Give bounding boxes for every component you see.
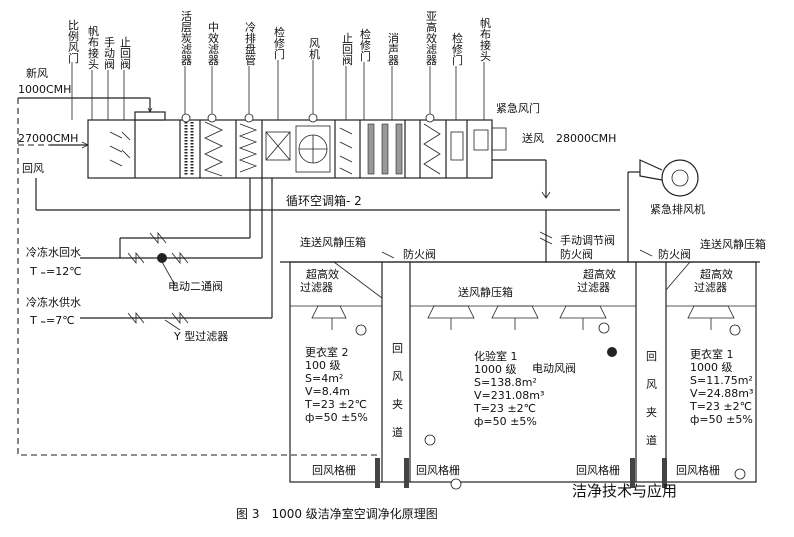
ahu-component-label-7: 检修门: [274, 25, 285, 61]
chilled-water-piping: [80, 178, 273, 331]
damper-symbols: [109, 131, 131, 167]
chilled-supply-label: 冷冻水供水: [26, 295, 81, 309]
return-duct-label-right: 回风夹道: [646, 350, 657, 447]
exhaust-fan-symbol: [627, 159, 699, 262]
ahu-component-label-11: 消声器: [388, 31, 399, 67]
room-2-rh: ф=50 ±5%: [690, 413, 753, 426]
ahu-component-label-8: 风机: [309, 37, 320, 61]
ahu-component-label-14: 帆布接头: [480, 16, 491, 63]
room-1-volume: V=231.08m³: [474, 389, 544, 402]
room-1-temp: T=23 ±2℃: [473, 402, 536, 415]
return-grille-label-3: 回风格栅: [576, 463, 620, 477]
supply-line: [491, 127, 551, 199]
component-leaders: [71, 60, 485, 123]
room-2-grade: 1000 级: [690, 361, 733, 374]
return-grille-label-2: 回风格栅: [416, 463, 460, 477]
ahu-component-label-2: 手动阀: [104, 35, 115, 71]
chilled-supply-temp: T ₌=7℃: [29, 314, 75, 327]
supply-air-flow: 28000CMH: [556, 132, 616, 145]
ahu-component-label-10: 检修门: [360, 27, 371, 63]
ahu-component-label-1: 帆布接头: [88, 24, 99, 71]
supply-air-label: 送风: [522, 131, 544, 145]
room-0-rh: ф=50 ±5%: [305, 411, 368, 424]
y-filter-label: Y 型过滤器: [173, 329, 228, 343]
room-0-area: S=4m²: [305, 372, 343, 385]
ahu-component-label-12: 亚高效滤器: [426, 10, 437, 67]
component-labels: 比例风门帆布接头手动阀止回阀活层炭滤器中效滤器冷排盘管检修门风机止回阀检修门消声…: [68, 10, 491, 71]
clean-rooms-envelope: [289, 261, 757, 483]
ahu-component-label-5: 中效滤器: [208, 21, 219, 67]
labels: 新风 1000CMH 27000CMH 回风 送风 28000CMH 紧急风门 …: [18, 66, 766, 521]
room-1-rh: ф=50 ±5%: [474, 415, 537, 428]
fire-damper-left-label: 防火阀: [403, 247, 436, 261]
room-0-name: 更衣室 2: [305, 345, 349, 359]
silencer-symbol: [367, 123, 403, 175]
access-door-symbol: [265, 131, 291, 161]
room-0-temp: T=23 ±2℃: [304, 398, 367, 411]
ulpa-label-left-line1: 超高效: [306, 267, 339, 281]
ulpa-label-right-line1: 超高效: [700, 267, 733, 281]
ahu-component-label-13: 检修门: [452, 31, 463, 67]
sub-hepa-filter-symbol: [423, 123, 441, 175]
return-air-inlet: [18, 141, 89, 149]
emergency-damper-label: 紧急风门: [496, 101, 540, 115]
room-1-area: S=138.8m²: [474, 376, 537, 389]
chilled-return-label: 冷冻水回水: [26, 245, 81, 259]
ulpa-label-mid-line1: 超高效: [583, 267, 616, 281]
ulpa-label-right-line2: 过滤器: [694, 281, 727, 294]
ahu-casing: [87, 111, 493, 179]
return-duct-label-left: 回风夹道: [392, 342, 403, 439]
two-way-valve-label: 电动二通阀: [168, 279, 223, 293]
return-air-flow: 27000CMH: [18, 132, 78, 145]
electric-damper-label: 电动风阀: [532, 361, 576, 375]
ulpa-label-mid-line2: 过滤器: [577, 281, 610, 294]
return-grilles: [375, 458, 667, 488]
room-0-grade: 100 级: [305, 359, 341, 372]
plenum-right-label: 连送风静压箱: [700, 237, 766, 251]
chilled-return-temp: T ₌=12℃: [29, 265, 82, 278]
ulpa-filters: [311, 305, 746, 490]
ahu-component-label-3: 止回阀: [120, 36, 131, 71]
watermark: 洁净技术与应用: [572, 482, 677, 500]
fire-damper-right-label: 防火阀: [658, 247, 691, 261]
access-door-2-symbol: [450, 131, 464, 161]
ahu-component-label-0: 比例风门: [68, 19, 79, 65]
return-grille-label-1: 回风格栅: [312, 463, 356, 477]
room-1-grade: 1000 级: [474, 363, 517, 376]
fresh-air-label: 新风: [26, 66, 48, 80]
ahu-component-label-4: 活层炭滤器: [181, 10, 192, 67]
room-1-name: 化验室 1: [474, 349, 518, 363]
ahu-component-label-9: 止回阀: [342, 32, 353, 67]
emergency-exhaust-label: 紧急排风机: [650, 202, 705, 216]
fire-damper-mid-label: 防火阀: [560, 247, 593, 261]
check-valve-symbol: [339, 127, 353, 175]
medium-filter-symbol: [203, 121, 223, 177]
cooling-coil-symbol: [238, 123, 258, 173]
manual-valve-label: 手动调节阀: [560, 233, 615, 247]
fresh-air-flow: 1000CMH: [18, 83, 71, 96]
ulpa-label-left-line2: 过滤器: [300, 281, 333, 294]
canvas-joint-symbol: [473, 129, 489, 151]
return-air-label: 回风: [22, 162, 44, 175]
figure-title: 图 3 1000 级洁净室空调净化原理图: [236, 506, 438, 521]
room-2-temp: T=23 ±2℃: [689, 400, 752, 413]
return-grille-label-4: 回风格栅: [676, 463, 720, 477]
carbon-filter-symbol: [184, 122, 194, 176]
room-2-area: S=11.75m²: [690, 374, 753, 387]
supply-plenum-label: 送风静压箱: [458, 285, 513, 299]
room-0-volume: V=8.4m: [305, 385, 350, 398]
ahu-name: 循环空调箱- 2: [286, 193, 362, 208]
fan-symbol: [295, 125, 331, 173]
ahu-component-label-6: 冷排盘管: [245, 21, 256, 67]
plenum-left-label: 连送风静压箱: [300, 235, 366, 249]
room-2-name: 更衣室 1: [690, 347, 734, 361]
fresh-air-inlet: [18, 97, 153, 113]
room-2-volume: V=24.88m³: [690, 387, 753, 400]
